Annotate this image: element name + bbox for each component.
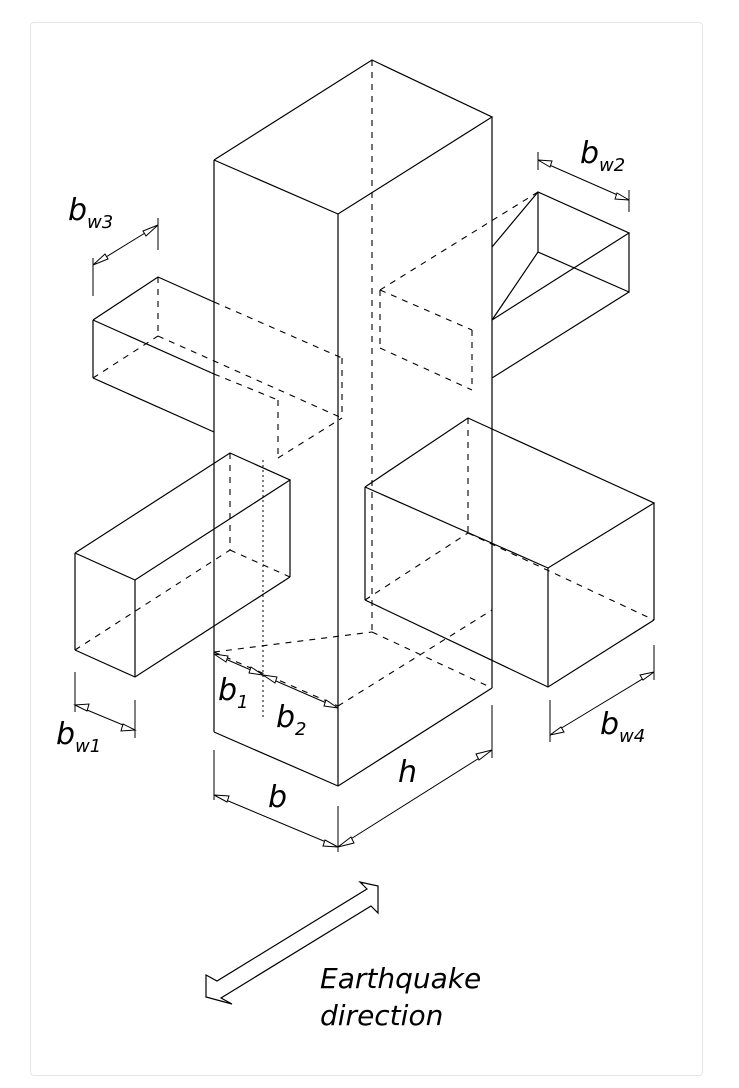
- dimension-b1-b2: [213, 653, 339, 709]
- caption-line-2: direction: [320, 999, 443, 1032]
- label-h: h: [398, 755, 417, 790]
- dimension-bw3: [92, 218, 159, 296]
- dimension-bw1: [73, 672, 137, 738]
- beam-w3: [92, 276, 343, 459]
- dimension-bw2: [537, 152, 630, 212]
- earthquake-direction-arrow: [205, 880, 379, 1005]
- figure-card: [30, 22, 703, 1076]
- label-bw2: bw2: [580, 136, 625, 176]
- label-b2: b2: [276, 700, 307, 740]
- dimension-bw4: [549, 645, 655, 742]
- caption-line-1: Earthquake: [320, 962, 481, 995]
- label-b1: b1: [218, 673, 249, 713]
- beam-w4: [364, 417, 656, 688]
- dimension-h: [337, 705, 493, 848]
- dimension-b: [213, 750, 339, 852]
- label-bw4: bw4: [600, 707, 645, 747]
- label-b: b: [268, 780, 287, 815]
- column: [213, 59, 494, 787]
- beam-w1: [74, 452, 292, 678]
- label-bw1: bw1: [56, 717, 101, 757]
- beam-w2: [379, 191, 631, 391]
- label-bw3: bw3: [68, 193, 113, 233]
